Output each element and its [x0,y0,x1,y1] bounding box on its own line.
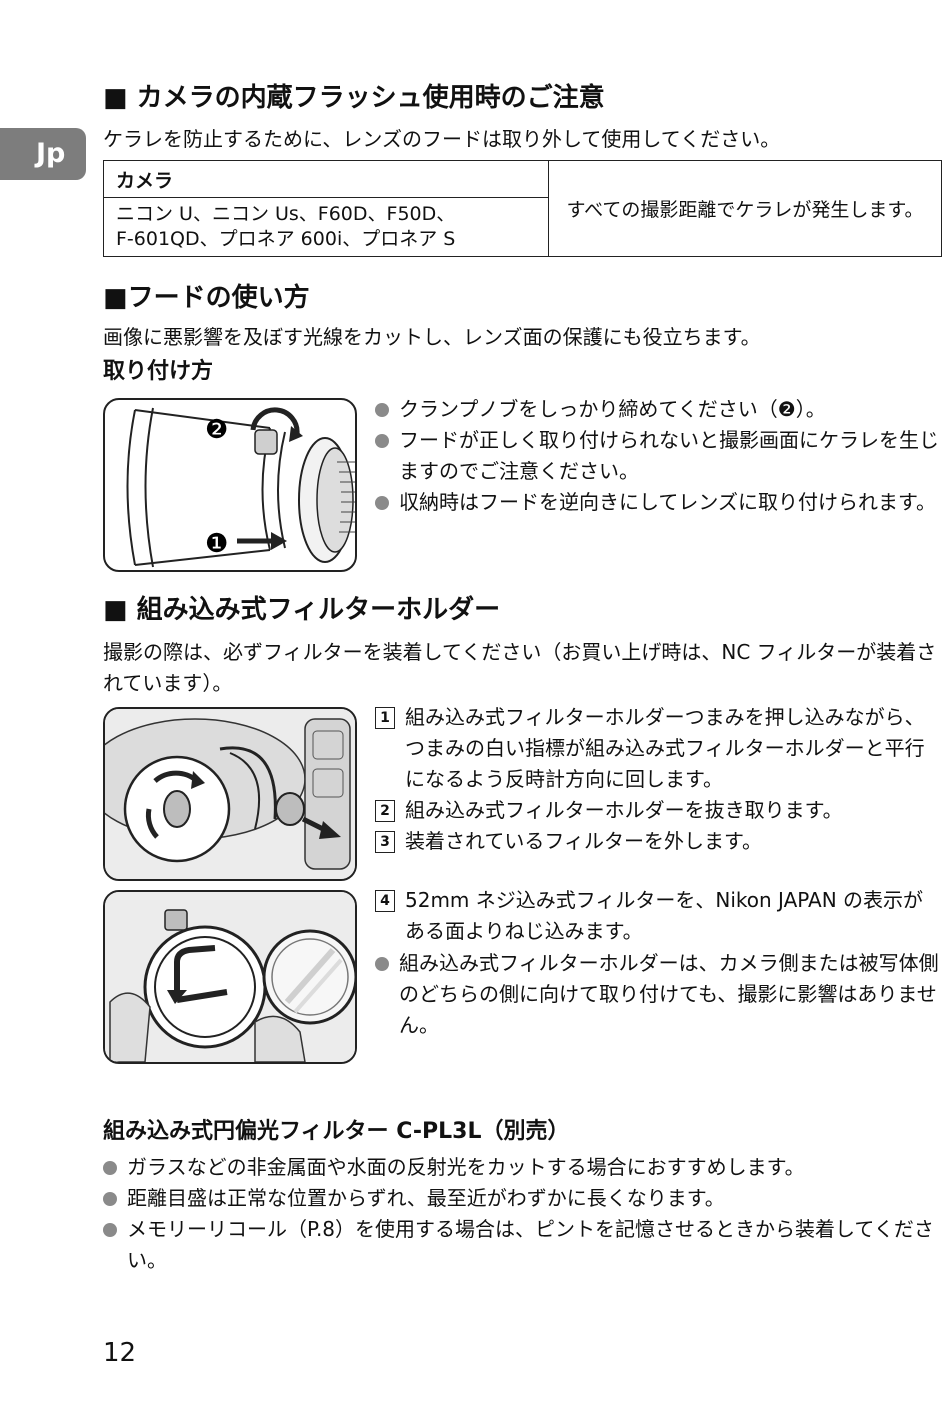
filter-holder-heading: ■ 組み込み式フィルターホルダー [103,595,501,625]
flash-intro: ケラレを防止するために、レンズのフードは取り外して使用してください。 [103,127,781,151]
hood-attach-subheading: 取り付け方 [103,359,214,384]
list-item: 距離目盛は正常な位置からずれ、最至近がわずかに長くなります。 [103,1183,943,1214]
filter-screw-illustration [105,892,355,1062]
flash-section-heading: ■ カメラの内蔵フラッシュ使用時のご注意 [103,83,605,113]
camera-models-cell: ニコン U、ニコン Us、F60D、F50D、 F-601QD、プロネア 600… [103,197,549,257]
bullet-icon [103,1192,117,1206]
hood-section-heading: ■フードの使い方 [103,283,310,313]
cpl-bullet-list: ガラスなどの非金属面や水面の反射光をカットする場合におすすめします。 距離目盛は… [103,1152,943,1276]
filter-screw-figure [103,890,357,1064]
page-number: 12 [103,1338,137,1368]
language-tab: Jp [0,128,86,180]
step-number: 1 [375,707,395,729]
filter-remove-illustration [105,709,355,879]
camera-models-line2: F-601QD、プロネア 600i、プロネア S [116,228,456,250]
camera-table: カメラ すべての撮影距離でケラレが発生します。 ニコン U、ニコン Us、F60… [103,160,942,257]
filter-holder-bullet-list: 組み込み式フィルターホルダーは、カメラ側または被写体側のどちらの側に向けて取り付… [375,948,943,1041]
bullet-icon [103,1223,117,1237]
camera-table-header: カメラ [103,160,549,198]
step-number: 3 [375,831,395,853]
hood-figure-label-2: ❷ [205,415,228,445]
bullet-icon [103,1161,117,1175]
cpl-heading: 組み込み式円偏光フィルター C-PL3L（別売） [103,1119,570,1144]
list-item: ガラスなどの非金属面や水面の反射光をカットする場合におすすめします。 [103,1152,943,1183]
bullet-icon [375,434,389,448]
filter-remove-figure [103,707,357,881]
hood-attach-figure: ❷ ❶ [103,398,357,572]
bullet-icon [375,496,389,510]
list-item: 収納時はフードを逆向きにしてレンズに取り付けられます。 [375,487,943,518]
hood-intro: 画像に悪影響を及ぼす光線をカットし、レンズ面の保護にも役立ちます。 [103,325,761,349]
list-item: フードが正しく取り付けられないと撮影画面にケラレを生じますのでご注意ください。 [375,425,943,487]
bullet-icon [375,403,389,417]
bullet-icon [375,957,389,971]
hood-attach-illustration: ❷ ❶ [126,407,355,568]
camera-table-note: すべての撮影距離でケラレが発生します。 [548,160,942,257]
list-item: 組み込み式フィルターホルダーは、カメラ側または被写体側のどちらの側に向けて取り付… [375,948,943,1041]
camera-models-line1: ニコン U、ニコン Us、F60D、F50D、 [116,203,456,225]
step-number: 4 [375,890,395,912]
step-number: 2 [375,800,395,822]
list-item: メモリーリコール（P.8）を使用する場合は、ピントを記憶させるときから装着してく… [103,1214,943,1276]
list-item: クランプノブをしっかり締めてください（❷）。 [375,394,943,425]
hood-figure-label-1: ❶ [205,529,228,559]
filter-holder-intro: 撮影の際は、必ずフィルターを装着してください（お買い上げ時は、NC フィルターが… [103,640,937,695]
hood-bullet-list: クランプノブをしっかり締めてください（❷）。 フードが正しく取り付けられないと撮… [375,394,943,518]
